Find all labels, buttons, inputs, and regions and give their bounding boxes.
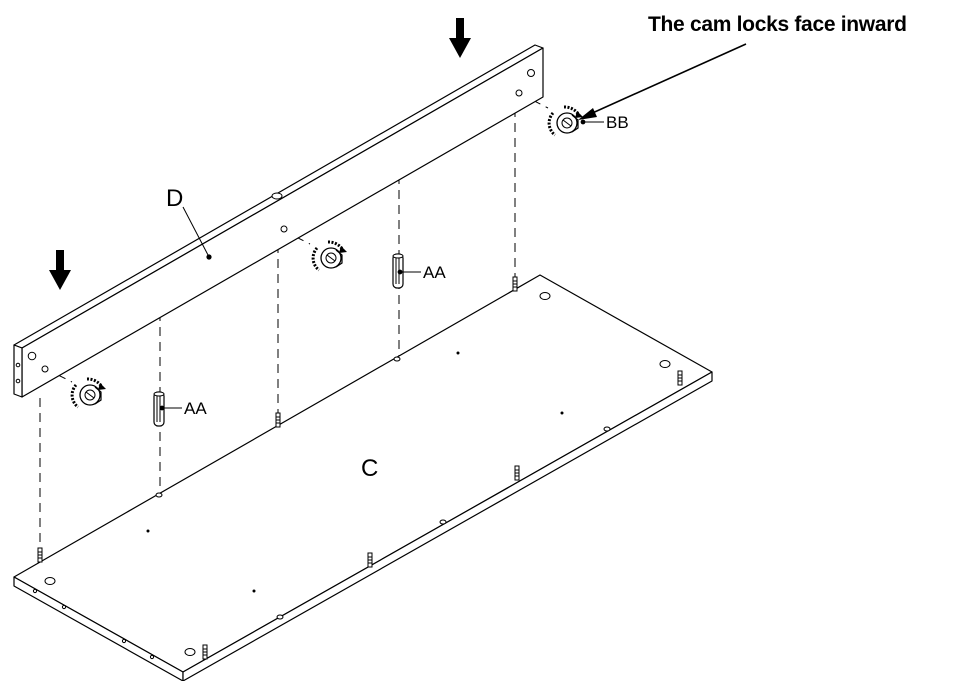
hole xyxy=(280,225,288,233)
callout-text: The cam locks face inward xyxy=(648,13,907,36)
label-leader xyxy=(182,206,209,256)
panel-d xyxy=(13,44,544,398)
hole xyxy=(252,589,256,593)
cam-bolt-icon xyxy=(512,276,518,292)
hole xyxy=(560,411,564,415)
panel-c xyxy=(13,274,713,681)
panel-d-label: D xyxy=(166,185,183,212)
hole xyxy=(271,192,283,200)
hole xyxy=(456,351,460,355)
leader-dot xyxy=(206,254,212,260)
panel-c-side-edge xyxy=(182,371,713,681)
hole xyxy=(15,362,21,368)
hole xyxy=(121,638,127,644)
cam-bolt-icon xyxy=(677,370,683,386)
down-arrow-icon xyxy=(449,18,471,58)
panel-c-front-edge xyxy=(13,576,184,681)
hole xyxy=(276,614,284,620)
hole xyxy=(61,604,67,610)
hole xyxy=(44,577,56,585)
hole xyxy=(659,360,671,368)
panel-c-label: C xyxy=(361,455,378,482)
hole xyxy=(527,69,535,77)
hole xyxy=(393,356,401,362)
cam-lock-icon xyxy=(311,240,347,272)
cam-lock-label: BB xyxy=(606,113,629,132)
cam-bolt-icon xyxy=(37,547,43,563)
hole xyxy=(603,426,611,432)
hole xyxy=(146,529,150,533)
dowel-label-right: AA xyxy=(423,263,446,282)
hole xyxy=(149,654,155,660)
panel-d-end xyxy=(13,344,23,398)
hole xyxy=(515,89,523,97)
callout-arrow xyxy=(578,43,747,120)
hole xyxy=(539,292,551,300)
dowel-label-left: AA xyxy=(184,399,207,418)
cam-bolt-icon xyxy=(275,412,281,428)
hole xyxy=(15,378,21,384)
cam-bolt-icon xyxy=(202,644,208,660)
hole xyxy=(155,492,163,498)
cam-bolt-icon xyxy=(514,465,520,481)
cam-bolt-icon xyxy=(367,552,373,568)
hole xyxy=(41,365,49,373)
hole xyxy=(439,519,447,525)
hole xyxy=(27,351,37,361)
hole xyxy=(32,588,38,594)
hole xyxy=(184,648,196,656)
down-arrow-icon xyxy=(49,250,71,290)
cam-lock-icon xyxy=(70,377,106,409)
cam-lock-icon xyxy=(547,105,583,137)
